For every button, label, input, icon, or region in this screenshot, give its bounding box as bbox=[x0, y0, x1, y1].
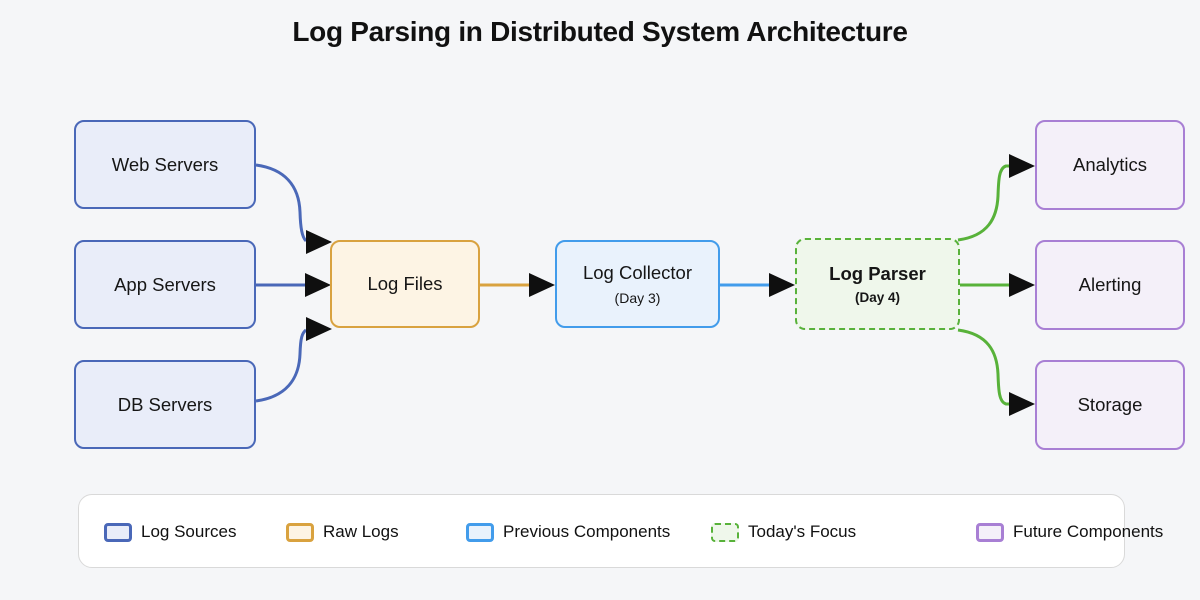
arrowhead-app-servers-icon bbox=[305, 273, 331, 297]
node-log-files: Log Files bbox=[330, 240, 480, 328]
node-storage: Storage bbox=[1035, 360, 1185, 450]
node-analytics-label: Analytics bbox=[1072, 154, 1148, 176]
legend-label-log-sources: Log Sources bbox=[141, 522, 237, 541]
arrowhead-alerting-icon bbox=[1009, 273, 1035, 297]
node-app-servers-label: App Servers bbox=[114, 273, 216, 295]
arrowhead-db-servers-icon bbox=[306, 317, 332, 341]
node-log-parser-sublabel: (Day 4) bbox=[854, 289, 900, 305]
legend-swatch-log-sources bbox=[104, 522, 132, 542]
node-web-servers-label: Web Servers bbox=[111, 153, 219, 175]
legend-swatch-raw-logs bbox=[286, 522, 314, 542]
legend-swatch-todays-focus bbox=[711, 522, 739, 542]
arrowhead-analytics-icon bbox=[1009, 154, 1035, 178]
node-alerting-label: Alerting bbox=[1078, 274, 1142, 296]
node-analytics: Analytics bbox=[1035, 120, 1185, 210]
legend-label-previous-components: Previous Components bbox=[503, 522, 671, 541]
node-log-collector-label: Log Collector bbox=[582, 262, 692, 284]
legend-label-todays-focus: Today's Focus bbox=[748, 522, 857, 541]
legend-label-future-components: Future Components bbox=[1013, 522, 1164, 541]
legend-item-raw-logs: Raw Logs bbox=[286, 495, 399, 569]
legend-swatch-previous-components bbox=[466, 522, 494, 542]
edge-log-parser-to-storage bbox=[957, 328, 1010, 406]
arrowhead-log-files-icon bbox=[529, 273, 555, 297]
node-web-servers: Web Servers bbox=[74, 120, 256, 209]
node-alerting: Alerting bbox=[1035, 240, 1185, 330]
node-db-servers: DB Servers bbox=[74, 360, 256, 449]
arrowhead-storage-icon bbox=[1009, 392, 1035, 416]
legend-item-log-sources: Log Sources bbox=[104, 495, 236, 569]
legend-item-future-components: Future Components bbox=[976, 495, 1163, 569]
legend-swatch-future-components bbox=[976, 522, 1004, 542]
legend: Log Sources Raw Logs Previous Components… bbox=[78, 494, 1163, 569]
arrowhead-web-servers-icon bbox=[306, 230, 332, 254]
node-log-files-label: Log Files bbox=[367, 273, 443, 295]
node-db-servers-label: DB Servers bbox=[117, 393, 213, 415]
legend-item-previous-components: Previous Components bbox=[466, 495, 670, 569]
node-log-parser-label: Log Parser bbox=[829, 262, 926, 284]
edge-web-servers-to-log-files bbox=[255, 163, 308, 243]
node-log-collector: Log Collector (Day 3) bbox=[555, 240, 720, 328]
diagram-title: Log Parsing in Distributed System Archit… bbox=[292, 16, 908, 47]
node-app-servers: App Servers bbox=[74, 240, 256, 329]
edge-log-parser-to-analytics bbox=[957, 164, 1010, 242]
edge-db-servers-to-log-files bbox=[255, 328, 307, 403]
node-storage-label: Storage bbox=[1077, 394, 1143, 416]
node-log-collector-sublabel: (Day 3) bbox=[614, 289, 661, 306]
legend-item-todays-focus: Today's Focus bbox=[711, 495, 856, 569]
legend-label-raw-logs: Raw Logs bbox=[323, 522, 399, 541]
node-log-parser: Log Parser (Day 4) bbox=[795, 238, 960, 330]
arrowhead-log-collector-icon bbox=[769, 273, 795, 297]
